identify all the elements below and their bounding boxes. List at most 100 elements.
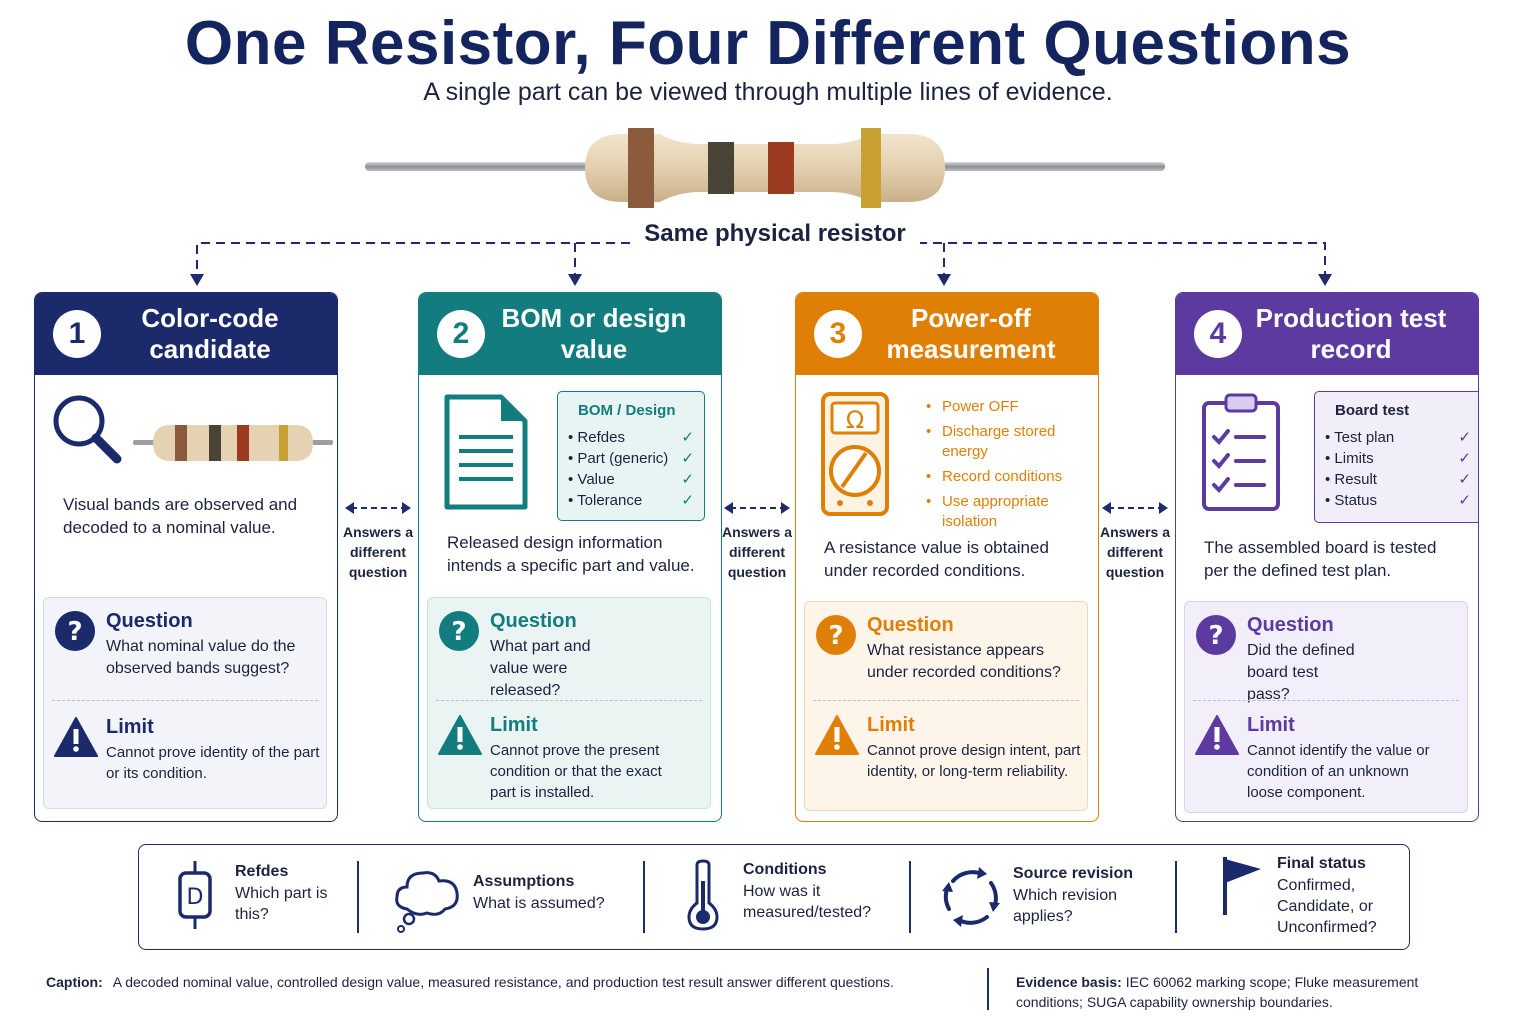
multimeter-icon: Ω <box>821 392 889 516</box>
question-limit-box: ? Question What nominal value do the obs… <box>43 597 327 809</box>
inset-title: BOM / Design <box>578 402 676 419</box>
question-limit-box: ? Question Did the defined board test pa… <box>1184 601 1468 813</box>
card-description: A resistance value is obtained under rec… <box>824 538 1049 580</box>
legend-item-source-revision: Source revision Which revision applies? <box>939 845 1169 949</box>
caption-text: A decoded nominal value, controlled desi… <box>112 974 894 990</box>
warning-icon <box>1195 715 1239 755</box>
legend-text: What is assumed? <box>473 895 605 912</box>
legend-text: Confirmed, Candidate, or Unconfirmed? <box>1277 877 1377 936</box>
bullet-item: Power OFF <box>926 397 1096 417</box>
card-bom-design: 2 BOM or design value BOM / Design • Ref… <box>418 292 722 822</box>
bom-inset-panel: BOM / Design • Refdes✓ • Part (generic)✓… <box>557 391 705 521</box>
card-header: 4 Production test record <box>1176 293 1478 375</box>
svg-text:?: ? <box>1208 621 1223 651</box>
card-description: Released design information intends a sp… <box>447 533 695 575</box>
question-text: What nominal value do the observed bands… <box>106 638 296 677</box>
svg-text:?: ? <box>828 621 843 651</box>
question-title: Question <box>867 614 954 636</box>
svg-text:?: ? <box>451 617 466 647</box>
thought-cloud-icon <box>395 871 459 933</box>
limit-text: Cannot prove identity of the part or its… <box>106 744 320 782</box>
inset-title: Board test <box>1335 402 1410 419</box>
legend-item-refdes: D Refdes Which part is this? <box>169 845 359 949</box>
check-icon: ✓ <box>681 492 694 509</box>
card-title: BOM or design value <box>501 303 687 364</box>
double-arrow-icon <box>724 502 790 514</box>
legend-item-final-status: Final status Confirmed, Candidate, or Un… <box>1215 845 1405 949</box>
card-header: 3 Power-off measurement <box>796 293 1098 375</box>
question-icon: ? <box>439 611 479 651</box>
legend-title: Refdes <box>235 863 289 880</box>
caption-label: Caption: <box>46 974 103 990</box>
svg-text:?: ? <box>67 617 82 647</box>
legend-title: Final status <box>1277 855 1366 872</box>
card-title: Color-code candidate <box>141 303 279 364</box>
inset-row: • Limits✓ <box>1325 450 1471 467</box>
limit-title: Limit <box>490 714 538 736</box>
answers-different-connector: Answers a different question <box>717 500 797 582</box>
revision-cycle-icon <box>942 867 1000 927</box>
card-header: 1 Color-code candidate <box>35 293 337 375</box>
answers-different-connector: Answers a different question <box>338 500 418 582</box>
clipboard-checklist-icon <box>1202 393 1280 511</box>
inset-row: • Refdes✓ <box>568 429 694 446</box>
page-title: One Resistor, Four Different Questions <box>184 9 1352 78</box>
question-limit-box: ? Question What resistance appears under… <box>804 601 1088 811</box>
check-icon: ✓ <box>681 471 694 488</box>
double-arrow-icon <box>345 502 411 514</box>
evidence-legend: D Refdes Which part is this? Assumptions… <box>138 844 1410 950</box>
card-color-code: 1 Color-code candidate Visual bands are … <box>34 292 338 822</box>
band-brown <box>628 128 654 208</box>
check-icon: ✓ <box>1458 450 1471 467</box>
band-gold <box>861 128 881 208</box>
warning-icon <box>438 715 482 755</box>
board-test-inset-panel: Board test • Test plan✓ • Limits✓ • Resu… <box>1314 391 1478 523</box>
bullet-item: Use appropriate isolation <box>926 492 1096 532</box>
question-text: What resistance appears under recorded c… <box>867 642 1061 681</box>
inset-row: • Value✓ <box>568 471 694 488</box>
answers-different-connector: Answers a different question <box>1095 500 1175 582</box>
caption: Caption: A decoded nominal value, control… <box>46 974 976 990</box>
evidence-basis: Evidence basis: IEC 60062 marking scope;… <box>1016 972 1486 1012</box>
legend-title: Conditions <box>743 861 827 878</box>
svg-text:D: D <box>187 885 204 910</box>
question-limit-box: ? Question What part and value were rele… <box>427 597 711 809</box>
legend-text: How was it measured/tested? <box>743 883 872 921</box>
limit-text: Cannot prove design intent, part identit… <box>867 742 1081 780</box>
svg-text:Ω: Ω <box>846 406 864 434</box>
page-subtitle: A single part can be viewed through mult… <box>423 78 1113 106</box>
inset-row: • Result✓ <box>1325 471 1471 488</box>
card-number: 1 <box>53 310 101 358</box>
limit-title: Limit <box>867 714 915 736</box>
card-number: 2 <box>437 310 485 358</box>
resistor-small-icon <box>133 425 333 461</box>
legend-item-conditions: Conditions How was it measured/tested? <box>679 845 909 949</box>
card-number: 3 <box>814 310 862 358</box>
question-title: Question <box>106 610 193 632</box>
check-icon: ✓ <box>1458 429 1471 446</box>
bullet-item: Discharge stored energy <box>926 422 1096 462</box>
evidence-text: IEC 60062 marking scope; Fluke measureme… <box>1016 974 1419 1010</box>
warning-icon <box>815 715 859 755</box>
warning-icon <box>54 717 98 757</box>
safety-checklist: Power OFF Discharge stored energy Record… <box>926 397 1096 537</box>
inset-row: • Test plan✓ <box>1325 429 1471 446</box>
resistor-illustration <box>365 128 1165 208</box>
card-title: Power-off measurement <box>886 303 1056 364</box>
bullet-item: Record conditions <box>926 467 1096 487</box>
limit-text: Cannot prove the present condition or th… <box>490 742 662 801</box>
check-icon: ✓ <box>681 450 694 467</box>
check-icon: ✓ <box>1458 492 1471 509</box>
legend-title: Assumptions <box>473 873 575 890</box>
inset-row: • Tolerance✓ <box>568 492 694 509</box>
limit-text: Cannot identify the value or condition o… <box>1247 742 1430 801</box>
flag-icon <box>1223 857 1261 915</box>
same-resistor-label: Same physical resistor <box>630 220 920 248</box>
question-icon: ? <box>1196 615 1236 655</box>
card-title: Production test record <box>1255 303 1447 364</box>
card-description: Visual bands are observed and decoded to… <box>63 495 298 537</box>
inset-row: • Part (generic)✓ <box>568 450 694 467</box>
card-production-test: 4 Production test record Board test • Te… <box>1175 292 1479 822</box>
inset-row: • Status✓ <box>1325 492 1471 509</box>
limit-title: Limit <box>1247 714 1295 736</box>
